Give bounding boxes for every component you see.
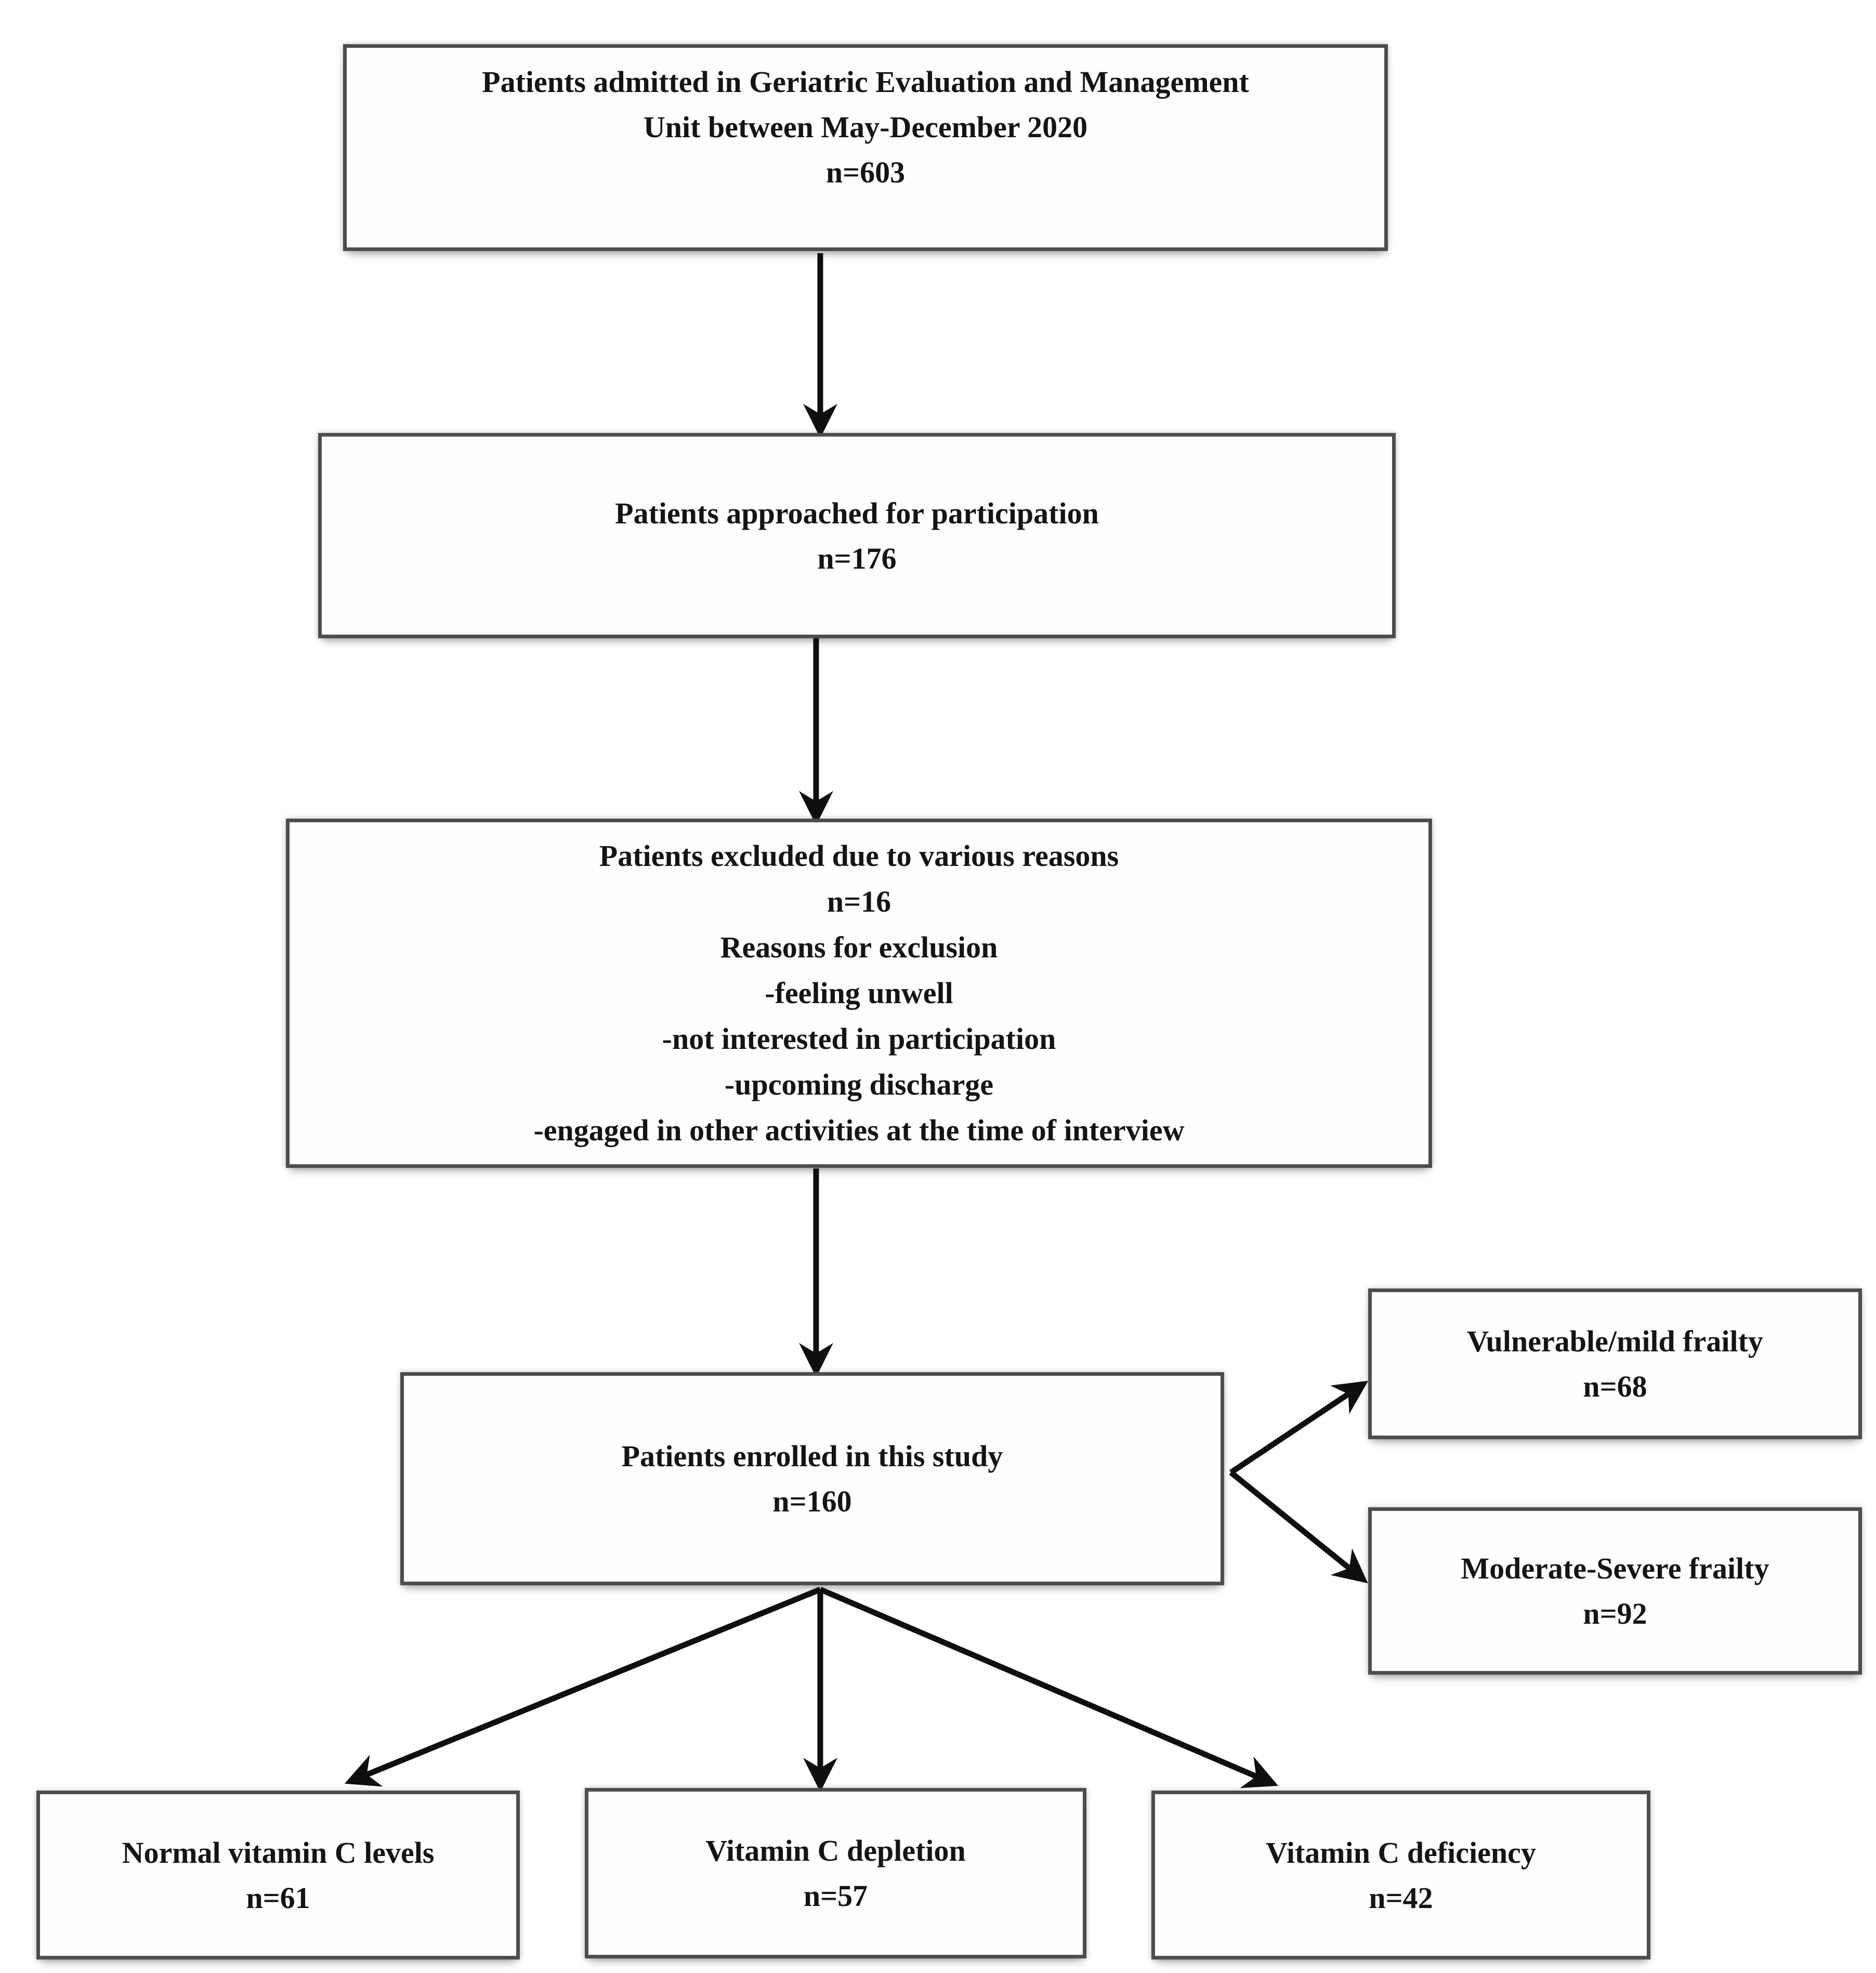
node-text-line: Moderate-Severe frailty <box>1461 1551 1769 1585</box>
node-patients-approached: Patients approached for participation n=… <box>318 433 1396 638</box>
node-count-label: n=61 <box>246 1880 310 1915</box>
node-text-line: Vulnerable/mild frailty <box>1467 1324 1763 1358</box>
node-text-line: Normal vitamin C levels <box>122 1835 435 1870</box>
exclusion-reason-item: -upcoming discharge <box>724 1068 994 1101</box>
node-count-label: n=176 <box>817 541 897 575</box>
node-count-label: n=68 <box>1583 1370 1647 1403</box>
node-vitamin-c-depletion: Vitamin C depletion n=57 <box>585 1788 1086 1958</box>
node-text-line: Patients enrolled in this study <box>621 1439 1003 1473</box>
node-moderate-severe-frailty: Moderate-Severe frailty n=92 <box>1368 1507 1862 1675</box>
node-normal-vitamin-c-levels: Normal vitamin C levels n=61 <box>36 1791 520 1959</box>
node-text-line: Patients excluded due to various reasons <box>599 839 1119 873</box>
node-count-label: n=603 <box>825 155 906 189</box>
edge-enrolled-to-normal-vitamin-c-arrow <box>344 1586 822 1787</box>
node-text-line: Vitamin C depletion <box>705 1834 966 1867</box>
node-count-label: n=57 <box>803 1879 868 1913</box>
node-patients-admitted-gem-unit: Patients admitted in Geriatric Evaluatio… <box>343 44 1388 251</box>
edge-enrolled-to-vulnerable-arrow <box>1229 1380 1369 1475</box>
exclusion-reason-item: -engaged in other activities at the time… <box>533 1113 1185 1147</box>
edge-enrolled-to-moderate-severe-arrow <box>1229 1470 1368 1584</box>
node-text-line: Reasons for exclusion <box>720 930 998 964</box>
node-text-line: Patients approached for participation <box>615 496 1099 530</box>
node-text-line: Vitamin C deficiency <box>1266 1835 1536 1870</box>
exclusion-reason-item: -not interested in participation <box>662 1022 1056 1056</box>
node-text-line: Patients admitted in Geriatric Evaluatio… <box>482 64 1249 99</box>
node-patients-enrolled: Patients enrolled in this study n=160 <box>400 1372 1224 1585</box>
node-patients-excluded: Patients excluded due to various reasons… <box>286 819 1432 1168</box>
node-vulnerable-mild-frailty: Vulnerable/mild frailty n=68 <box>1368 1288 1862 1439</box>
node-count-label: n=92 <box>1583 1597 1647 1630</box>
node-count-label: n=160 <box>772 1484 852 1518</box>
node-count-label: n=16 <box>827 885 891 918</box>
node-text-line: Unit between May-December 2020 <box>643 110 1088 144</box>
edge-enrolled-to-vitamin-c-deficiency-arrow <box>819 1586 1279 1788</box>
node-count-label: n=42 <box>1369 1880 1433 1915</box>
node-vitamin-c-deficiency: Vitamin C deficiency n=42 <box>1151 1791 1650 1959</box>
exclusion-reason-item: -feeling unwell <box>765 976 953 1010</box>
